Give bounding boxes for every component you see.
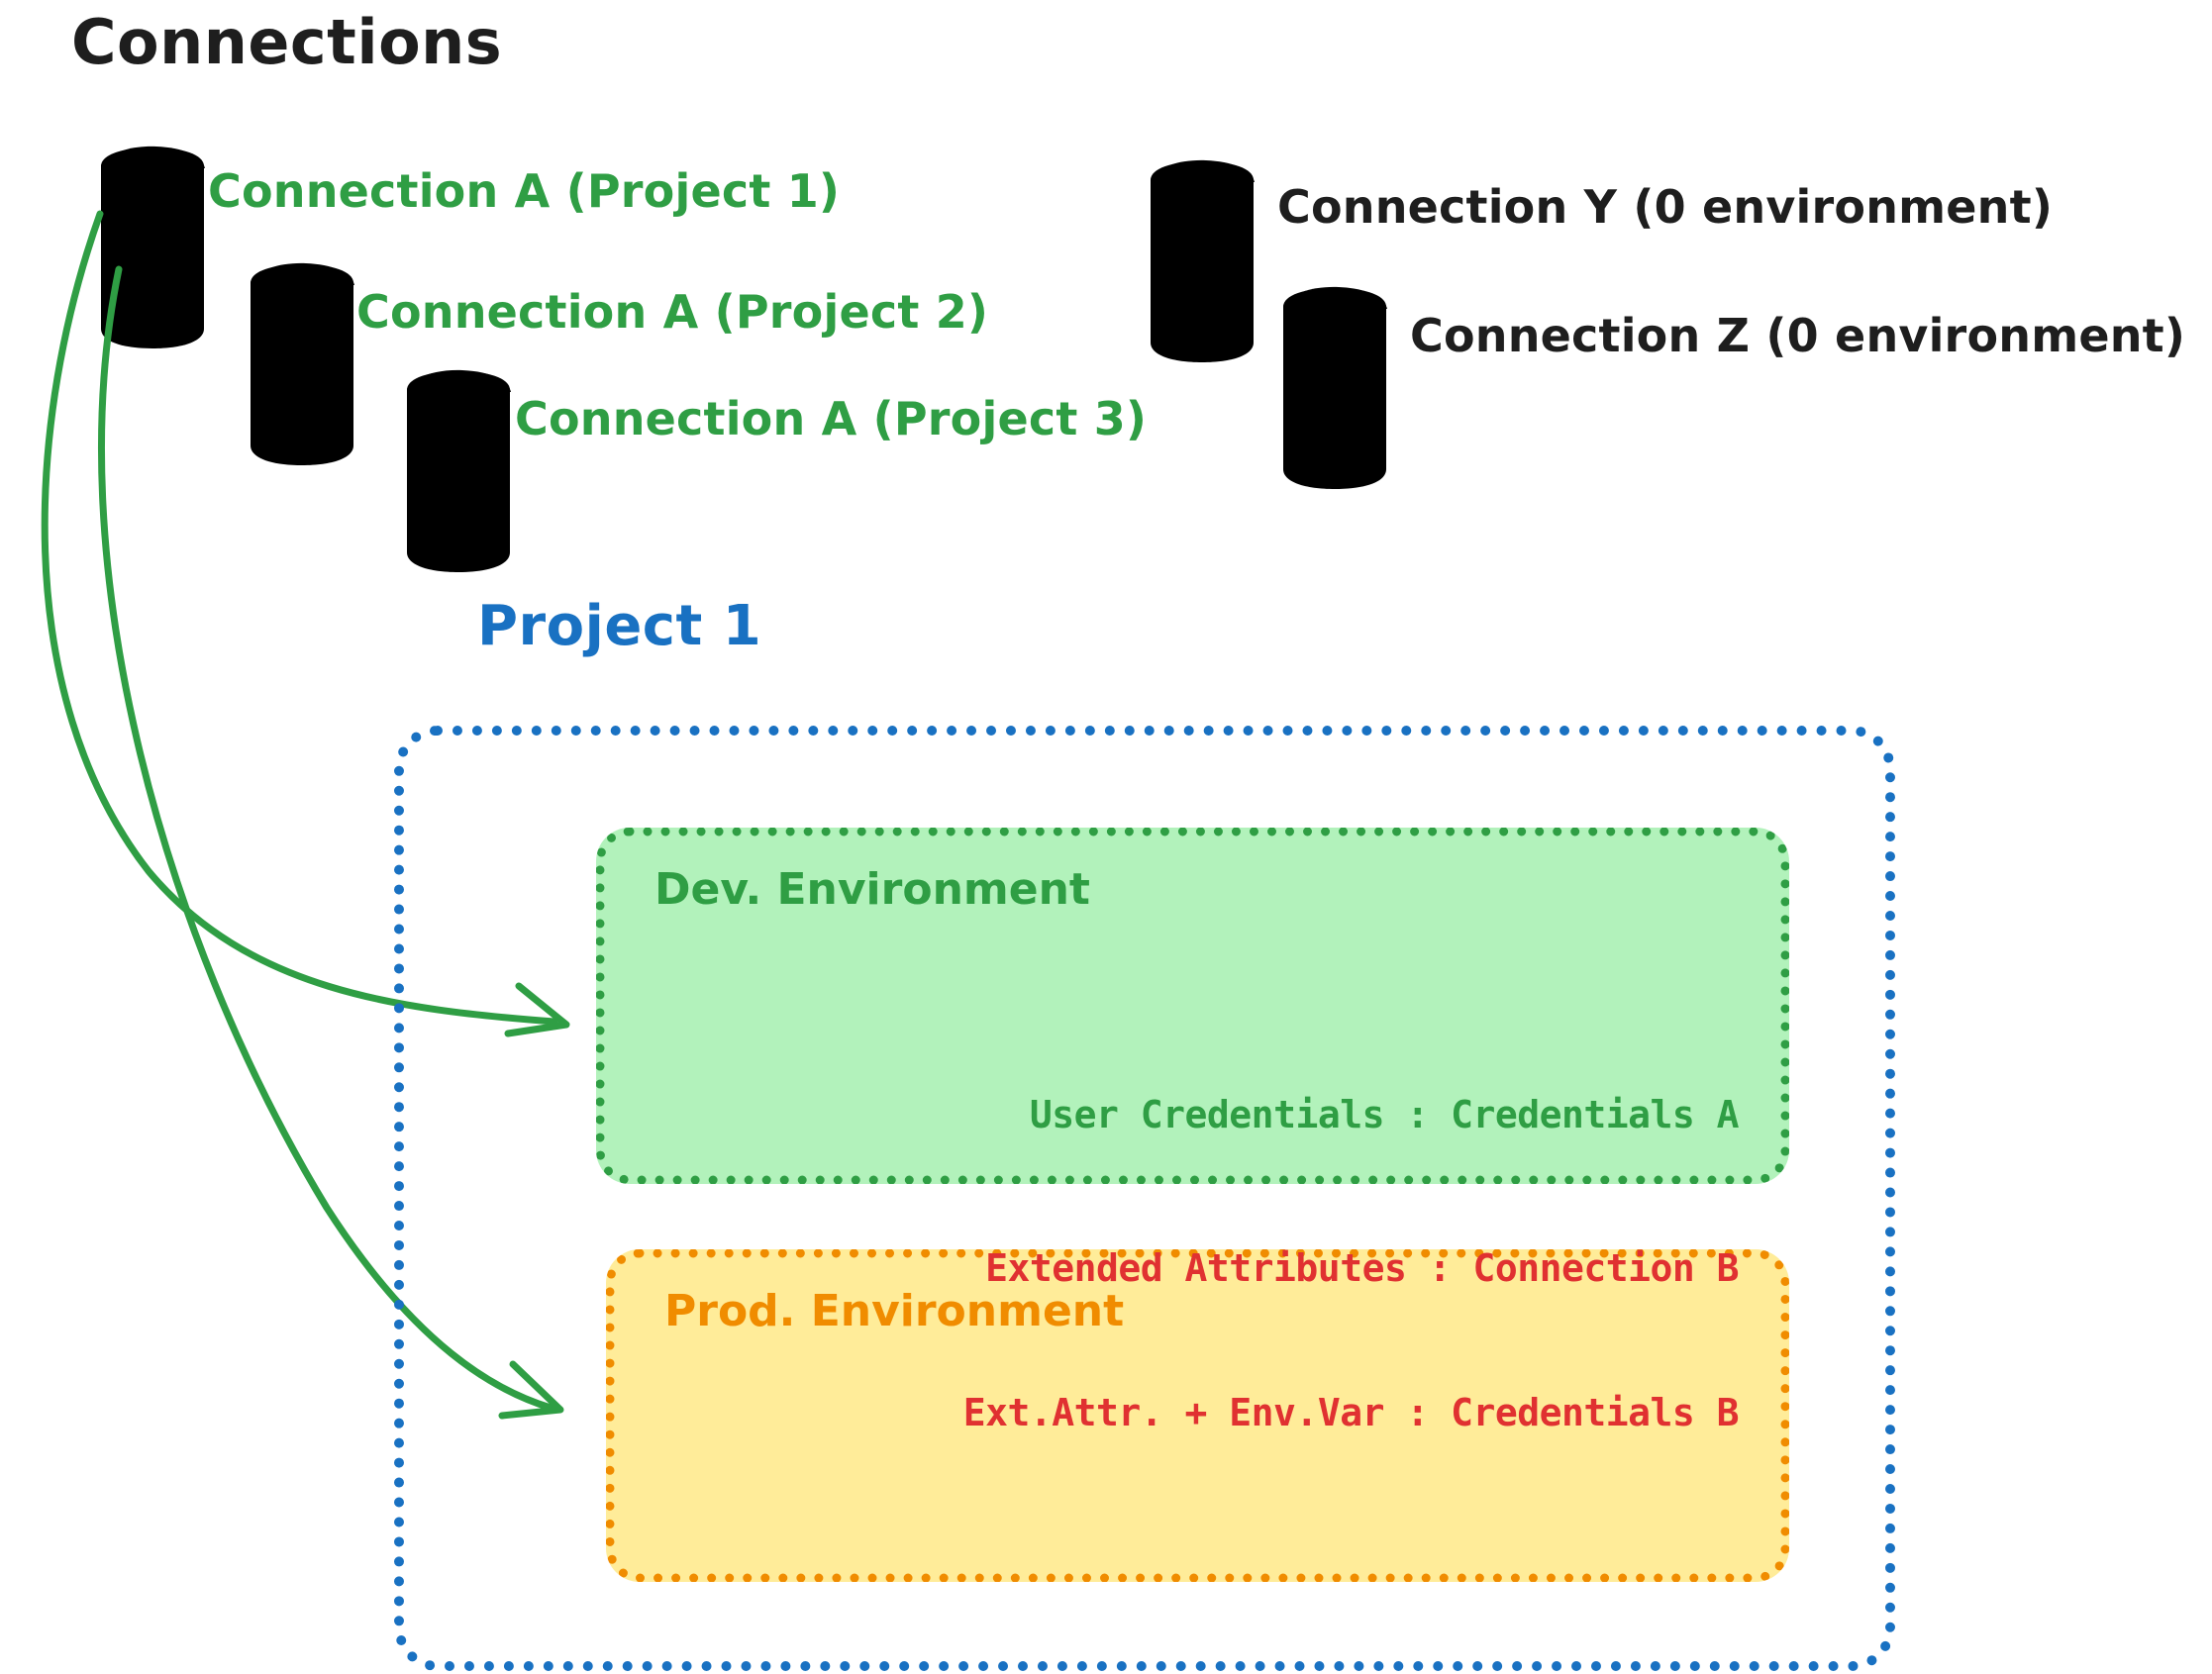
- prod-environment-details: Extended Attributes : Connection B Ext.A…: [962, 1148, 1740, 1533]
- prod-environment-detail-line-2: Ext.Attr. + Env.Var : Credentials B: [962, 1391, 1740, 1435]
- dev-environment-box: Dev. Environment User Credentials : Cred…: [596, 828, 1789, 1184]
- database-cylinder-icon-connection-z: [1283, 286, 1387, 489]
- database-cylinder-icon-connection-a-project-1: [101, 146, 205, 348]
- project-container: [394, 726, 1895, 1671]
- connection-label-y: Connection Y (0 environment): [1277, 180, 2054, 234]
- prod-environment-heading: Prod. Environment: [664, 1286, 1125, 1336]
- connection-label-a-project-1: Connection A (Project 1): [208, 164, 841, 218]
- page-title: Connections: [71, 6, 503, 78]
- prod-environment-detail-line-1: Extended Attributes : Connection B: [985, 1246, 1739, 1291]
- connection-label-a-project-3: Connection A (Project 3): [515, 392, 1148, 445]
- dev-environment-detail: User Credentials : Credentials A: [1029, 1093, 1740, 1137]
- connection-label-a-project-2: Connection A (Project 2): [356, 285, 989, 339]
- database-cylinder-icon-connection-y: [1151, 159, 1255, 362]
- dev-environment-heading: Dev. Environment: [654, 864, 1090, 915]
- project-title: Project 1: [477, 594, 762, 658]
- connection-label-z: Connection Z (0 environment): [1410, 309, 2186, 362]
- database-cylinder-icon-connection-a-project-3: [407, 369, 511, 572]
- prod-environment-box: Prod. Environment Extended Attributes : …: [606, 1246, 1789, 1582]
- database-cylinder-icon-connection-a-project-2: [251, 262, 354, 465]
